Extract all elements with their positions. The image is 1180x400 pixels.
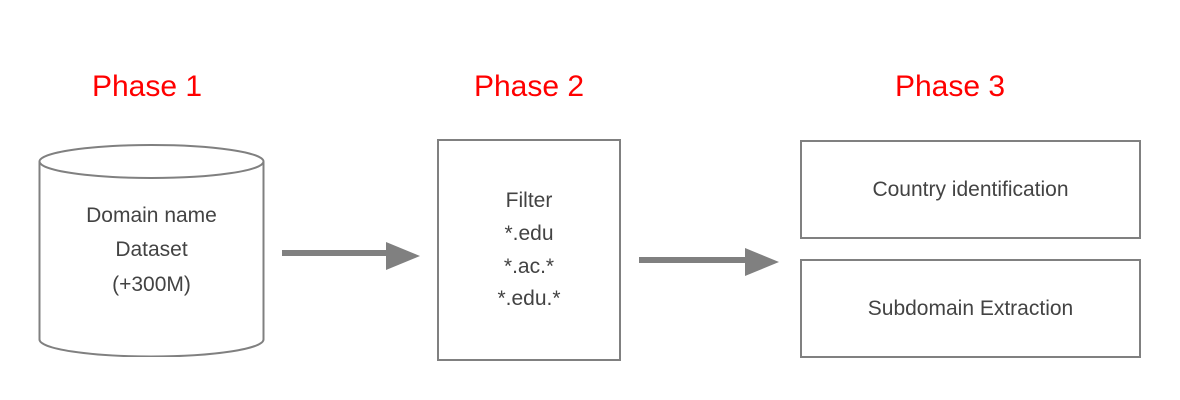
- filter-box: Filter *.edu *.ac.* *.edu.*: [437, 139, 621, 361]
- cylinder-shape-icon: [38, 144, 265, 357]
- phase-1-label: Phase 1: [91, 70, 203, 103]
- country-identification-box: Country identification: [800, 140, 1141, 239]
- arrow-phase2-to-phase3: [639, 244, 781, 278]
- right-arrow-icon: [639, 248, 779, 276]
- filter-text-block: Filter *.edu *.ac.* *.edu.*: [497, 186, 560, 314]
- filter-line-2: *.edu: [504, 221, 554, 245]
- subdomain-extraction-label: Subdomain Extraction: [867, 296, 1074, 320]
- filter-line-3: *.ac.*: [503, 254, 555, 278]
- country-identification-label: Country identification: [872, 177, 1069, 201]
- right-arrow-icon: [282, 242, 420, 270]
- arrow-phase1-to-phase2: [282, 240, 422, 274]
- phase-2-label: Phase 2: [473, 70, 585, 103]
- phase-3-label: Phase 3: [894, 70, 1006, 103]
- filter-line-1: Filter: [505, 188, 553, 212]
- domain-dataset-cylinder: Domain name Dataset (+300M): [38, 144, 265, 357]
- filter-line-4: *.edu.*: [497, 287, 561, 311]
- subdomain-extraction-box: Subdomain Extraction: [800, 259, 1141, 358]
